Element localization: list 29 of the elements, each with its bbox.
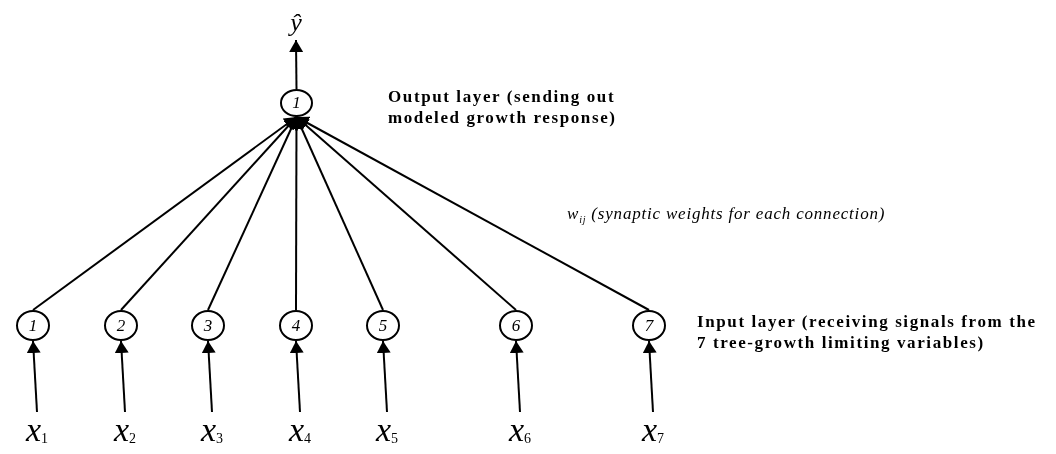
neuron-circle: 1	[16, 310, 50, 341]
layer-label: Input layer (receiving signals from the 7 tree-growth limiting variables)	[697, 311, 1038, 354]
arrow	[295, 116, 650, 311]
neuron-circle: 4	[279, 310, 313, 341]
neuron-circle: 5	[366, 310, 400, 341]
neuron-circle: 2	[104, 310, 138, 341]
variable-label: x$_{4}$	[278, 412, 322, 448]
variable-label: x$_{5}$	[365, 412, 409, 448]
arrow	[201, 340, 216, 413]
neuron-circle: 6	[499, 310, 533, 341]
neuron-circle: 7	[632, 310, 666, 341]
arrow	[289, 39, 304, 90]
arrow	[114, 340, 129, 413]
weights-note: w$_{ij}$ (synaptic weights for each connection)	[567, 204, 887, 226]
arrow	[509, 340, 524, 413]
arrow	[32, 116, 298, 311]
arrow	[26, 340, 41, 413]
arrow	[376, 340, 391, 413]
variable-label: x$_{1}$	[15, 412, 59, 448]
layer-label: Output layer (sending out modeled growth response)	[388, 86, 618, 129]
arrow	[289, 340, 304, 413]
arrow	[642, 340, 657, 413]
variable-label: ŷ	[282, 6, 310, 40]
variable-label: x$_{7}$	[631, 412, 675, 448]
neuron-circle: 1	[280, 89, 313, 117]
variable-label: x$_{3}$	[190, 412, 234, 448]
variable-label: x$_{2}$	[103, 412, 147, 448]
variable-label: x$_{6}$	[498, 412, 542, 448]
neuron-circle: 3	[191, 310, 225, 341]
